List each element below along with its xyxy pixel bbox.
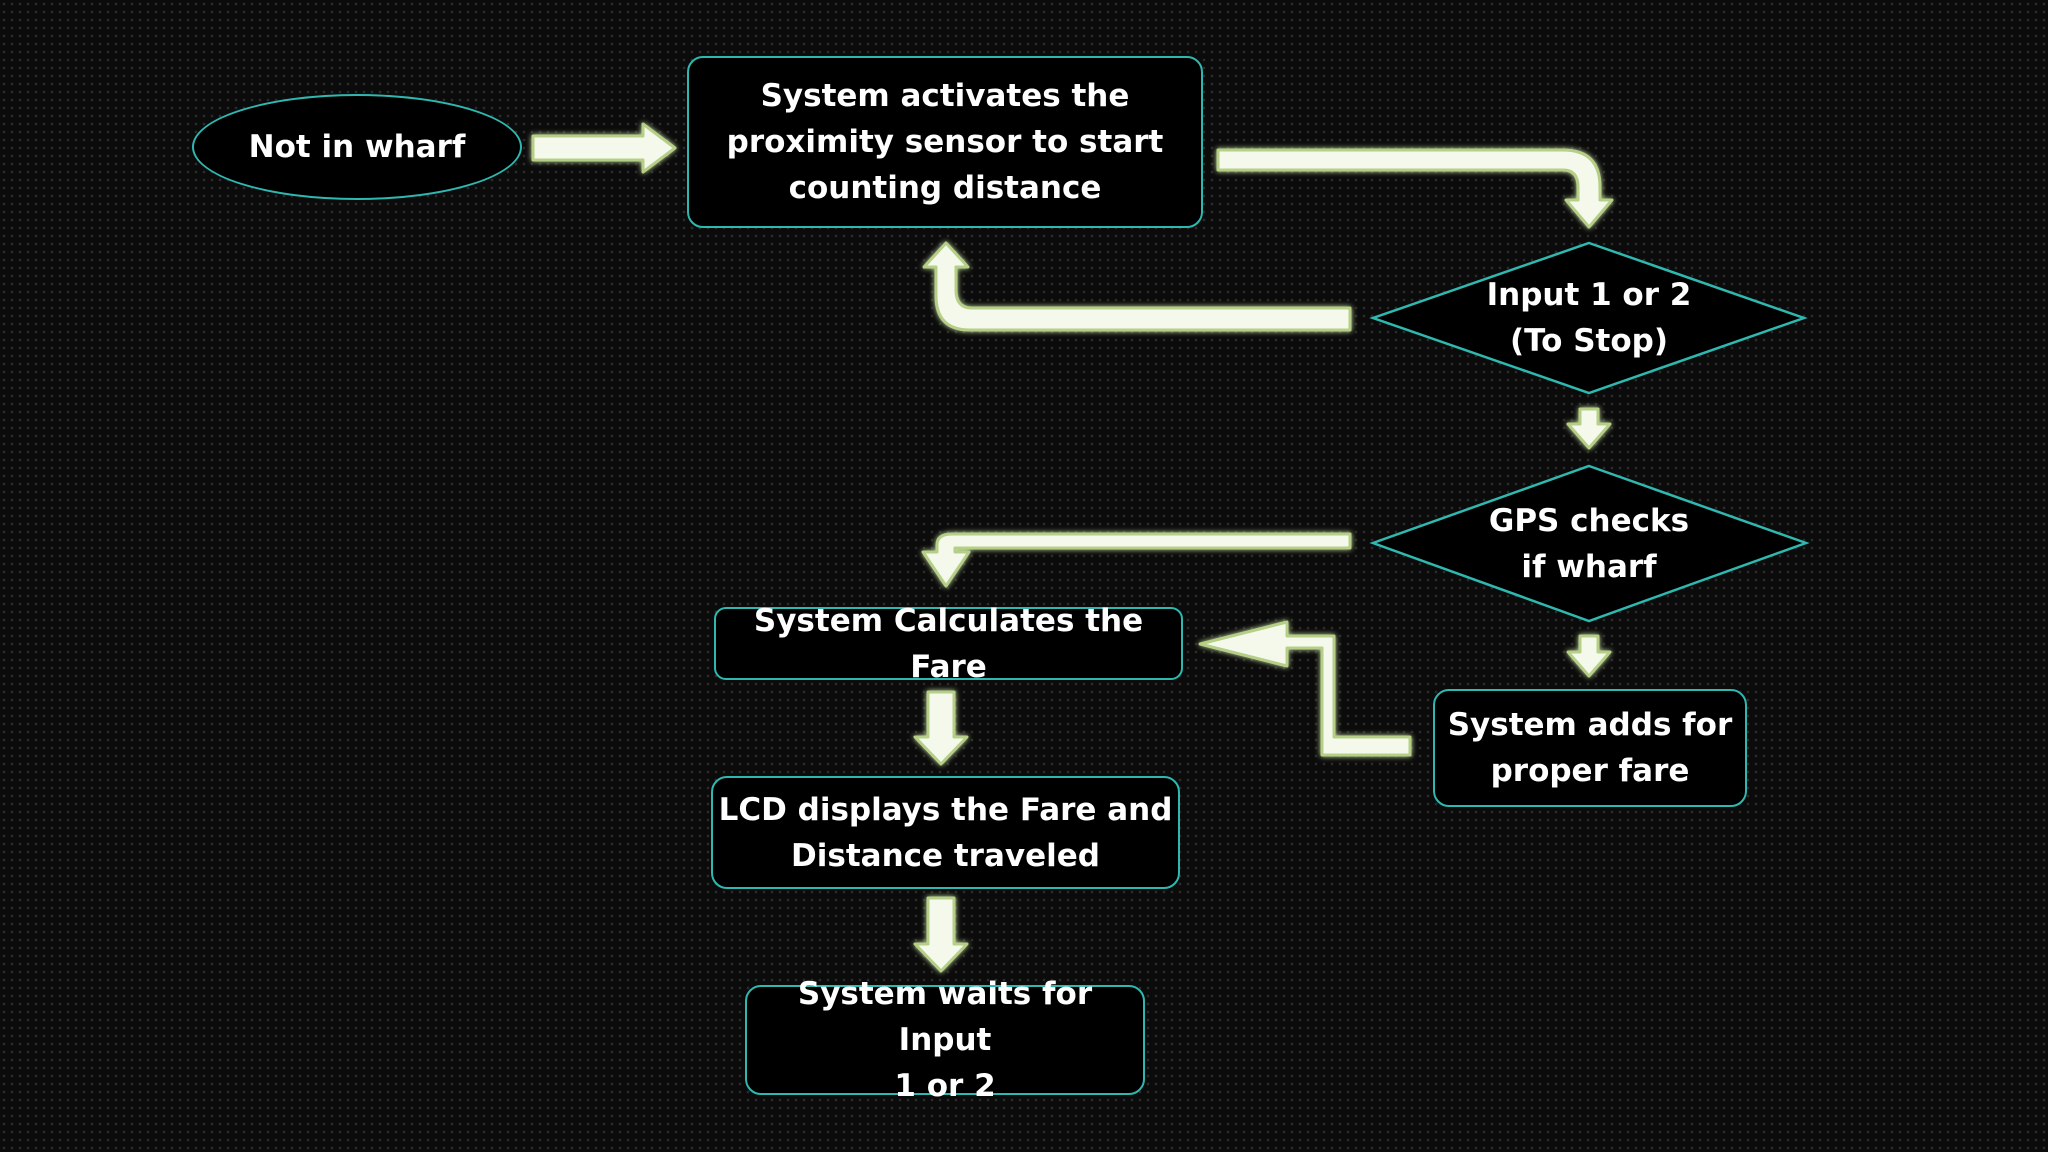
input-decision-diamond xyxy=(1369,241,1808,395)
arrow-input-to-sensor-icon xyxy=(922,241,1352,332)
activate-sensor-node: System activates the proximity sensor to… xyxy=(687,56,1203,228)
arrow-start-to-sensor-icon xyxy=(531,122,677,174)
arrow-gps-to-adds-icon xyxy=(1566,634,1612,678)
calculate-fare-node: System Calculates the Fare xyxy=(714,603,1183,685)
input-decision-label: Input 1 or 2 (To Stop) xyxy=(1486,277,1692,359)
gps-decision-label: GPS checks if wharf xyxy=(1488,503,1690,585)
adds-fare-node: System adds for proper fare xyxy=(1433,689,1747,807)
arrow-lcd-to-wait-icon xyxy=(913,896,969,973)
wait-input-node: System waits for Input 1 or 2 xyxy=(745,976,1145,1104)
lcd-display-node: LCD displays the Fare and Distance trave… xyxy=(711,776,1180,889)
start-node: Not in wharf xyxy=(192,94,522,200)
arrow-adds-to-calculate-icon xyxy=(1198,620,1412,757)
gps-decision-diamond xyxy=(1369,464,1810,623)
arrow-input-to-gps-icon xyxy=(1566,407,1612,450)
arrow-gps-to-calculate-icon xyxy=(921,532,1352,588)
arrow-calculate-to-lcd-icon xyxy=(913,690,969,766)
arrow-sensor-to-input-icon xyxy=(1216,148,1614,229)
